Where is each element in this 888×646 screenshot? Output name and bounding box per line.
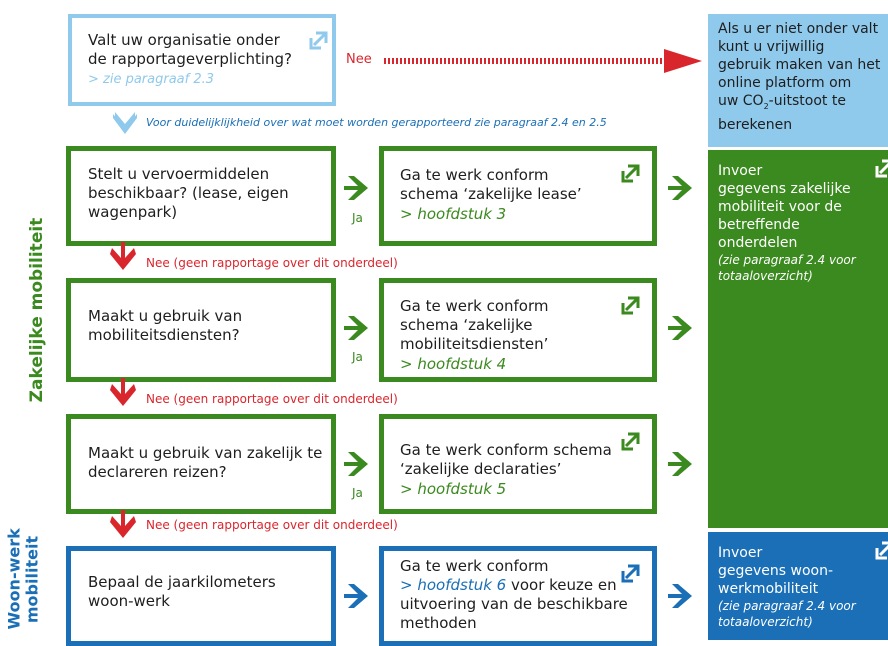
green-right-arrow	[344, 452, 368, 476]
panel-line: berekenen	[718, 116, 793, 133]
question-line: Maakt u gebruik van	[88, 307, 243, 325]
external-link-icon[interactable]	[308, 30, 329, 51]
external-link-icon[interactable]	[620, 563, 641, 584]
question-box-jaarkilometers: Bepaal de jaarkilometers woon-werk	[66, 546, 336, 646]
question-line: Bepaal de jaarkilometers	[88, 573, 276, 591]
blue-right-arrow	[668, 584, 692, 608]
action-box-zakelijke-lease: Ga te werk conform schema ‘zakelijke lea…	[379, 146, 657, 246]
question-line: de rapportageverplichting?	[88, 50, 293, 68]
green-right-arrow	[668, 176, 692, 200]
action-line: schema ‘zakelijke	[400, 316, 533, 334]
green-right-arrow	[668, 316, 692, 340]
red-down-arrow	[110, 378, 136, 406]
panel-note: (zie paragraaf 2.4 voor	[718, 253, 856, 267]
question-line: declareren reizen?	[88, 463, 227, 481]
ja-label: Ja	[352, 211, 363, 225]
question-line: Maakt u gebruik van zakelijk te	[88, 444, 323, 462]
nee-label: Nee	[346, 52, 372, 67]
action-line: Ga te werk conform	[400, 166, 549, 184]
red-down-arrow	[110, 510, 136, 538]
panel-line: Invoer	[718, 545, 763, 561]
action-line: Ga te werk conform	[400, 557, 549, 575]
panel-line: betreffende	[718, 217, 800, 233]
panel-line: kunt u vrijwillig	[718, 39, 825, 55]
question-box-vervoermiddelen: Stelt u vervoermiddelen beschikbaar? (le…	[66, 146, 336, 246]
ja-label: Ja	[352, 350, 363, 364]
red-dashed-arrow-right	[384, 49, 702, 73]
panel-line: gegevens zakelijke	[718, 181, 851, 197]
action-line: methoden	[400, 614, 477, 632]
external-link-icon[interactable]	[620, 295, 641, 316]
question-box-mobiliteitsdiensten: Maakt u gebruik van mobiliteitsdiensten?	[66, 278, 336, 382]
question-line: Valt uw organisatie onder	[88, 31, 280, 49]
panel-line: Invoer	[718, 163, 763, 179]
panel-line: online platform om	[718, 75, 852, 91]
action-box-woon-werk: Ga te werk conform > hoofdstuk 6 voor ke…	[379, 546, 657, 646]
panel-line: onderdelen	[718, 235, 798, 251]
chapter-link[interactable]: > hoofdstuk 6	[400, 576, 507, 594]
commute-input-panel: Invoer gegevens woon- werkmobiliteit (zi…	[708, 532, 888, 640]
ja-label: Ja	[352, 486, 363, 500]
chapter-link[interactable]: > hoofdstuk 3	[400, 205, 507, 223]
panel-note: (zie paragraaf 2.4 voor	[718, 599, 856, 613]
paragraph-link[interactable]: > zie paragraaf 2.3	[88, 72, 215, 87]
action-line: uitvoering van de beschikbare	[400, 595, 628, 613]
chapter-link[interactable]: > hoofdstuk 5	[400, 480, 507, 498]
nee-no-report-label: Nee (geen rapportage over dit onderdeel)	[146, 256, 398, 270]
panel-line: gegevens woon-	[718, 563, 834, 579]
question-line: Stelt u vervoermiddelen	[88, 165, 270, 183]
question-line: wagenpark)	[88, 203, 178, 221]
action-line: Ga te werk conform schema	[400, 441, 612, 459]
panel-line: Als u er niet onder valt	[718, 21, 879, 37]
red-down-arrow	[110, 242, 136, 270]
section-label-woonwerk-2: mobiliteit	[22, 535, 42, 624]
external-link-icon[interactable]	[874, 540, 888, 561]
action-line: > hoofdstuk 6 voor keuze en	[400, 576, 617, 594]
panel-line: mobiliteit voor de	[718, 199, 842, 215]
section-label-woonwerk-1: Woon-werk	[4, 528, 24, 630]
nee-no-report-label: Nee (geen rapportage over dit onderdeel)	[146, 392, 398, 406]
panel-note: totaaloverzicht)	[718, 269, 813, 283]
external-link-icon[interactable]	[620, 431, 641, 452]
green-right-arrow	[344, 176, 368, 200]
panel-line: gebruik maken van het	[718, 57, 881, 73]
question-line: woon-werk	[88, 592, 170, 610]
question-line: beschikbaar? (lease, eigen	[88, 184, 289, 202]
panel-line: uw CO2-uitstoot te	[718, 93, 846, 111]
action-line: Ga te werk conform	[400, 297, 549, 315]
guidance-note: Voor duidelijklijkheid over wat moet wor…	[146, 116, 607, 129]
action-box-zakelijke-declaraties: Ga te werk conform schema ‘zakelijke dec…	[379, 414, 657, 514]
question-line: mobiliteitsdiensten?	[88, 326, 240, 344]
nee-no-report-label: Nee (geen rapportage over dit onderdeel)	[146, 518, 398, 532]
blue-right-arrow	[344, 584, 368, 608]
panel-line: werkmobiliteit	[718, 581, 819, 597]
action-line: schema ‘zakelijke lease’	[400, 185, 582, 203]
voluntary-platform-panel: Als u er niet onder valt kunt u vrijwill…	[708, 14, 888, 147]
question-box-rapportageverplichting: Valt uw organisatie onder de rapportagev…	[68, 14, 336, 106]
green-right-arrow	[344, 316, 368, 340]
panel-note: totaaloverzicht)	[718, 615, 813, 629]
green-right-arrow	[668, 452, 692, 476]
action-box-mobiliteitsdiensten: Ga te werk conform schema ‘zakelijke mob…	[379, 278, 657, 382]
question-box-declaraties: Maakt u gebruik van zakelijk te declarer…	[66, 414, 336, 514]
action-line: ‘zakelijke declaraties’	[400, 460, 562, 478]
section-label-zakelijk: Zakelijke mobiliteit	[27, 217, 47, 403]
action-line: mobiliteitsdiensten’	[400, 335, 549, 353]
business-mobility-input-panel: Invoer gegevens zakelijke mobiliteit voo…	[708, 150, 888, 528]
chapter-link[interactable]: > hoofdstuk 4	[400, 355, 507, 373]
light-blue-down-arrow	[113, 112, 137, 134]
external-link-icon[interactable]	[620, 163, 641, 184]
external-link-icon[interactable]	[874, 158, 888, 179]
